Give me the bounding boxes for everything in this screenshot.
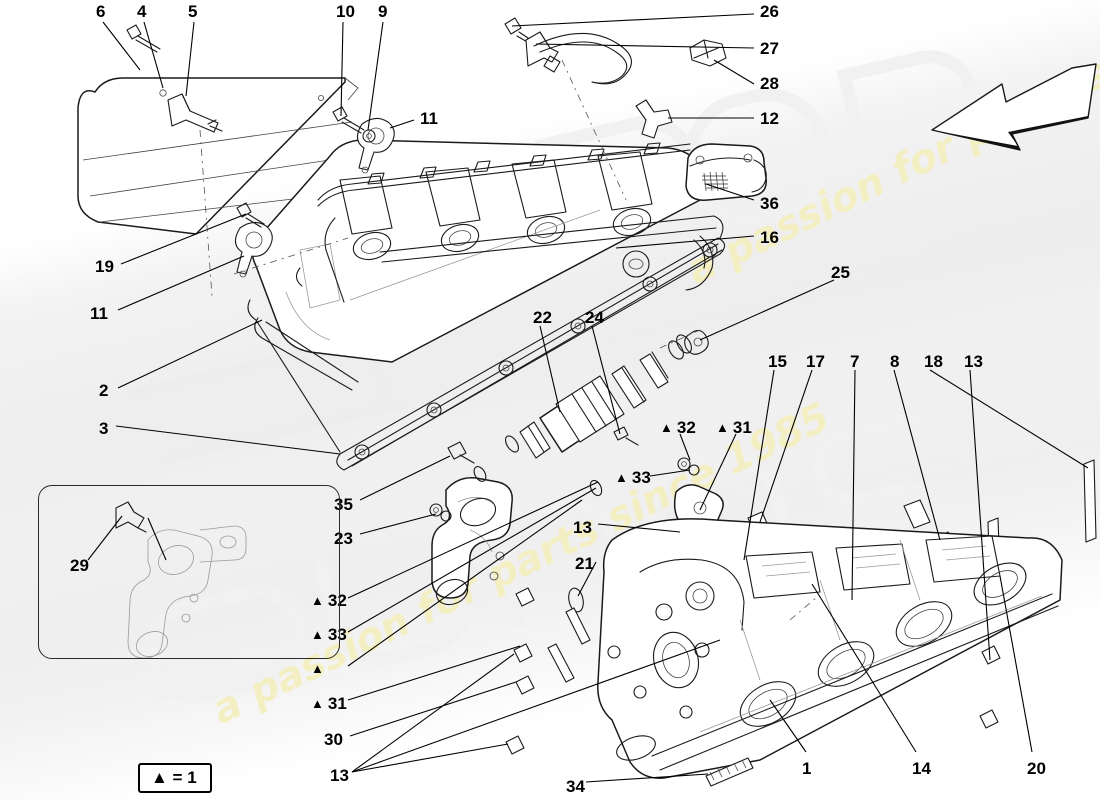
callout-c33a: 33 [615, 469, 651, 486]
callout-c13c: 13 [330, 766, 349, 785]
part-35-fastener [447, 441, 487, 482]
callout-c1: 1 [802, 759, 812, 778]
part-2-gasket-upper [247, 215, 724, 453]
callout-c30: 30 [324, 730, 343, 749]
part-19-bolt [236, 202, 265, 228]
callout-c11b: 11 [90, 304, 108, 323]
callout-c2: 2 [99, 381, 109, 400]
callout-c15: 15 [768, 352, 787, 371]
cylinder-head-casting [597, 518, 1063, 779]
part-22-actuator-assembly [504, 329, 709, 459]
legend-box: ▲ = 1 [138, 763, 212, 793]
part-5-sensor [167, 93, 223, 133]
part-34-stud [705, 757, 754, 787]
part-36-coil-cover [685, 143, 767, 201]
center-lines [199, 59, 817, 621]
inset-part-29-bracket [115, 501, 247, 659]
part-12-fitting [635, 99, 673, 139]
leader-lines [87, 13, 1089, 783]
callout-c19: 19 [95, 257, 114, 276]
callout-c13a: 13 [964, 352, 983, 371]
callout-c34tri [311, 660, 328, 677]
callout-c35: 35 [334, 495, 353, 514]
callout-c11a: 11 [420, 109, 438, 128]
callout-c23: 23 [334, 529, 353, 548]
callout-c25: 25 [831, 263, 850, 282]
callout-c18: 18 [924, 352, 943, 371]
camshaft-bearing-cap-center [431, 477, 513, 606]
callout-c6: 6 [96, 2, 106, 21]
callout-c29: 29 [70, 556, 89, 575]
part-3-gasket [254, 237, 726, 471]
callout-c7: 7 [850, 352, 860, 371]
callout-c27: 27 [760, 39, 779, 58]
callout-c12: 12 [760, 109, 779, 128]
callout-c22: 22 [533, 308, 552, 327]
engine-cover-panel [77, 77, 359, 235]
part-11-bracket-lower [234, 221, 273, 278]
callout-c24: 24 [585, 308, 604, 327]
callout-c3: 3 [99, 419, 109, 438]
callout-c26: 26 [760, 2, 779, 21]
part-23-fastener [429, 503, 452, 522]
part-21-oring [547, 587, 591, 683]
upper-gasket-rail [317, 142, 691, 303]
callout-c28: 28 [760, 74, 779, 93]
part-26-27-28-sensor-cable [504, 17, 727, 85]
callout-c20: 20 [1027, 759, 1046, 778]
callout-c10: 10 [336, 2, 355, 21]
callout-c8: 8 [890, 352, 900, 371]
callout-c16: 16 [760, 228, 779, 247]
callout-c4: 4 [137, 2, 147, 21]
callout-c32b: 32 [311, 592, 347, 609]
callout-c21: 21 [575, 554, 594, 573]
part-9-washer [362, 129, 376, 143]
detail-inset-box [38, 485, 340, 659]
callout-c9: 9 [378, 2, 388, 21]
callout-c13b: 13 [573, 518, 592, 537]
callout-c31a: 31 [716, 419, 752, 436]
callout-c33b: 33 [311, 626, 347, 643]
callout-c14: 14 [912, 759, 931, 778]
callout-c17: 17 [806, 352, 825, 371]
callout-c34: 34 [566, 777, 585, 796]
part-10-bolt [332, 106, 365, 134]
orientation-arrow-icon [931, 63, 1097, 151]
callout-c32a: 32 [660, 419, 696, 436]
callout-c5: 5 [188, 2, 198, 21]
callout-c31b: 31 [311, 695, 347, 712]
part-11-bracket-upper [356, 117, 395, 174]
callout-c36: 36 [760, 194, 779, 213]
part-6-bolt [126, 24, 161, 53]
